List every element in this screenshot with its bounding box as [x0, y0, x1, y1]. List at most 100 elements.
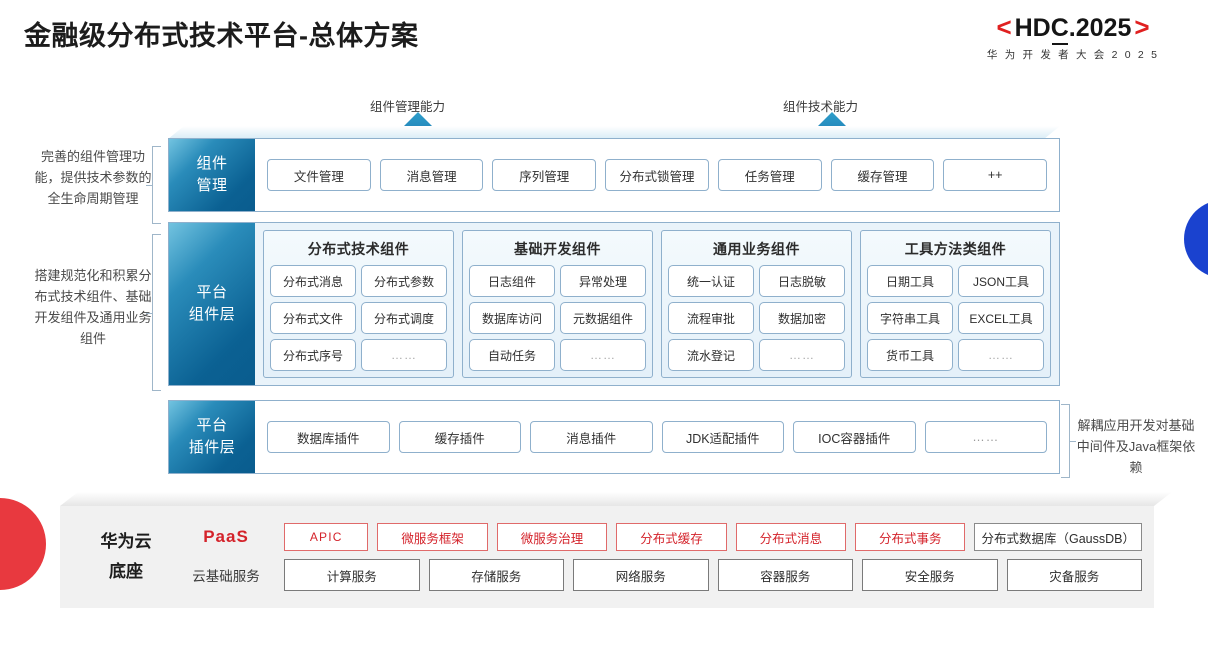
page-title: 金融级分布式技术平台-总体方案 — [24, 21, 419, 51]
decoration-blue-shape — [1184, 200, 1208, 278]
group-general-business: 通用业务组件 统一认证 日志脱敏 流程审批 数据加密 流水登记 …… — [661, 230, 852, 378]
gchip-tool-more[interactable]: …… — [958, 339, 1044, 371]
chip-task-management[interactable]: 任务管理 — [717, 159, 822, 191]
stack-top-bevel — [168, 126, 1060, 139]
paas-chip-distributed-database[interactable]: 分布式数据库（GaussDB） — [974, 523, 1142, 551]
cloud-chip-security[interactable]: 安全服务 — [862, 559, 998, 591]
chip-sequence-management[interactable]: 序列管理 — [492, 159, 597, 191]
gchip-basic-more[interactable]: …… — [560, 339, 646, 371]
paas-chip-microservice-framework[interactable]: 微服务框架 — [377, 523, 488, 551]
hdc-bracket-right-icon: > — [1134, 12, 1150, 42]
hdc-logo-hd: HD — [1014, 14, 1051, 42]
chip-message-plugin[interactable]: 消息插件 — [530, 421, 653, 453]
group-basic-development: 基础开发组件 日志组件 异常处理 数据库访问 元数据组件 自动任务 …… — [462, 230, 653, 378]
gchip-business-more[interactable]: …… — [759, 339, 845, 371]
cloud-chip-storage[interactable]: 存储服务 — [428, 559, 564, 591]
bracket-tick — [146, 185, 153, 187]
gchip-unified-auth[interactable]: 统一认证 — [668, 265, 754, 297]
cloud-chip-disaster-recovery[interactable]: 灾备服务 — [1006, 559, 1142, 591]
layer-body-platform-component: 分布式技术组件 分布式消息 分布式参数 分布式文件 分布式调度 分布式序号 ……… — [255, 223, 1059, 385]
gchip-log-component[interactable]: 日志组件 — [469, 265, 555, 297]
layer-label-component-management: 组件 管理 — [169, 139, 255, 211]
group-grid-basic-development: 日志组件 异常处理 数据库访问 元数据组件 自动任务 …… — [469, 265, 646, 371]
paas-row: PaaS APIC 微服务框架 微服务治理 分布式缓存 分布式消息 分布式事务 … — [178, 523, 1142, 551]
group-tool-method: 工具方法类组件 日期工具 JSON工具 字符串工具 EXCEL工具 货币工具 …… — [860, 230, 1051, 378]
chip-cache-management[interactable]: 缓存管理 — [830, 159, 935, 191]
gchip-exception-handling[interactable]: 异常处理 — [560, 265, 646, 297]
gchip-distributed-file[interactable]: 分布式文件 — [270, 302, 356, 334]
hdc-logo-c: C — [1050, 14, 1069, 42]
layer-platform-plugin: 平台 插件层 数据库插件 缓存插件 消息插件 JDK适配插件 IOC容器插件 …… — [168, 400, 1060, 474]
gchip-excel-tool[interactable]: EXCEL工具 — [958, 302, 1044, 334]
bottom-rows: PaaS APIC 微服务框架 微服务治理 分布式缓存 分布式消息 分布式事务 … — [174, 523, 1142, 591]
chip-ioc-container-plugin[interactable]: IOC容器插件 — [793, 421, 916, 453]
group-title-basic-development: 基础开发组件 — [514, 241, 601, 257]
bracket-tick — [1069, 441, 1076, 443]
gchip-data-encryption[interactable]: 数据加密 — [759, 302, 845, 334]
hdc-bracket-left-icon: < — [996, 12, 1012, 42]
paas-chip-microservice-governance[interactable]: 微服务治理 — [496, 523, 608, 551]
paas-chip-distributed-cache[interactable]: 分布式缓存 — [616, 523, 727, 551]
layer-component-management: 组件 管理 文件管理 消息管理 序列管理 分布式锁管理 任务管理 缓存管理 ++ — [168, 138, 1060, 212]
cloud-services-label: 云基础服务 — [192, 569, 260, 584]
cloud-chip-compute[interactable]: 计算服务 — [284, 559, 420, 591]
gchip-distributed-parameter[interactable]: 分布式参数 — [361, 265, 447, 297]
paas-chip-distributed-transaction[interactable]: 分布式事务 — [855, 523, 966, 551]
gchip-date-tool[interactable]: 日期工具 — [867, 265, 953, 297]
gchip-log-masking[interactable]: 日志脱敏 — [759, 265, 845, 297]
paas-chips: APIC 微服务框架 微服务治理 分布式缓存 分布式消息 分布式事务 分布式数据… — [284, 523, 1142, 551]
group-grid-tool-method: 日期工具 JSON工具 字符串工具 EXCEL工具 货币工具 …… — [867, 265, 1044, 371]
cloud-chip-container[interactable]: 容器服务 — [717, 559, 853, 591]
gchip-database-access[interactable]: 数据库访问 — [469, 302, 555, 334]
bracket-left-top — [146, 146, 161, 224]
group-distributed-tech: 分布式技术组件 分布式消息 分布式参数 分布式文件 分布式调度 分布式序号 …… — [263, 230, 454, 378]
paas-label: PaaS — [203, 527, 249, 546]
bottom-panel-top-bevel — [60, 492, 1172, 506]
gchip-metadata-component[interactable]: 元数据组件 — [560, 302, 646, 334]
gchip-string-tool[interactable]: 字符串工具 — [867, 302, 953, 334]
huawei-cloud-foundation-panel: 华为云 底座 PaaS APIC 微服务框架 微服务治理 分布式缓存 分布式消息… — [60, 506, 1154, 608]
callout-right: 解耦应用开发对基础中间件及Java框架依赖 — [1076, 418, 1196, 475]
layer-body-platform-plugin: 数据库插件 缓存插件 消息插件 JDK适配插件 IOC容器插件 …… — [255, 401, 1059, 473]
chip-distributed-lock-management[interactable]: 分布式锁管理 — [605, 159, 709, 191]
group-grid-distributed-tech: 分布式消息 分布式参数 分布式文件 分布式调度 分布式序号 …… — [270, 265, 447, 371]
cloud-chip-network[interactable]: 网络服务 — [573, 559, 709, 591]
chip-more[interactable]: ++ — [943, 159, 1048, 191]
cloud-services-chips: 计算服务 存储服务 网络服务 容器服务 安全服务 灾备服务 — [284, 559, 1142, 591]
gchip-transaction-record[interactable]: 流水登记 — [668, 339, 754, 371]
chip-row-platform-plugin: 数据库插件 缓存插件 消息插件 JDK适配插件 IOC容器插件 …… — [255, 421, 1059, 453]
bracket-left-mid — [146, 234, 161, 391]
chip-row-component-management: 文件管理 消息管理 序列管理 分布式锁管理 任务管理 缓存管理 ++ — [255, 159, 1059, 191]
gchip-distributed-scheduling[interactable]: 分布式调度 — [361, 302, 447, 334]
callout-left-top: 完善的组件管理功能，提供技术参数的全生命周期管理 — [34, 149, 152, 206]
arrow-label-component-management: 组件管理能力 — [370, 100, 446, 114]
chip-jdk-adapter-plugin[interactable]: JDK适配插件 — [661, 421, 784, 453]
layer-label-platform-plugin: 平台 插件层 — [169, 401, 255, 473]
layer-platform-component: 平台 组件层 分布式技术组件 分布式消息 分布式参数 分布式文件 分布式调度 分… — [168, 222, 1060, 386]
hdc-logo-year: .2025 — [1068, 14, 1132, 42]
arrow-label-component-technology: 组件技术能力 — [783, 100, 859, 114]
hdc-logo-subtitle: 华 为 开 发 者 大 会 2 0 2 5 — [986, 49, 1160, 61]
paas-chip-apic[interactable]: APIC — [284, 523, 369, 551]
gchip-distributed-more[interactable]: …… — [361, 339, 447, 371]
chip-database-plugin[interactable]: 数据库插件 — [267, 421, 390, 453]
hdc-logo-main: <HDC.2025> — [958, 14, 1188, 41]
bracket-tick — [146, 312, 153, 314]
chip-plugin-more[interactable]: …… — [924, 421, 1047, 453]
cloud-services-row: 云基础服务 计算服务 存储服务 网络服务 容器服务 安全服务 灾备服务 — [178, 559, 1142, 591]
gchip-process-approval[interactable]: 流程审批 — [668, 302, 754, 334]
chip-file-management[interactable]: 文件管理 — [267, 159, 371, 191]
gchip-distributed-sequence[interactable]: 分布式序号 — [270, 339, 356, 371]
bracket-right — [1061, 404, 1076, 478]
hdc-logo: <HDC.2025> 华 为 开 发 者 大 会 2 0 2 5 — [958, 14, 1188, 62]
gchip-auto-task[interactable]: 自动任务 — [469, 339, 555, 371]
chip-message-management[interactable]: 消息管理 — [379, 159, 484, 191]
chip-cache-plugin[interactable]: 缓存插件 — [398, 421, 521, 453]
gchip-json-tool[interactable]: JSON工具 — [958, 265, 1044, 297]
group-title-distributed-tech: 分布式技术组件 — [307, 241, 410, 257]
gchip-currency-tool[interactable]: 货币工具 — [867, 339, 953, 371]
gchip-distributed-message[interactable]: 分布式消息 — [270, 265, 356, 297]
callout-left-mid: 搭建规范化和积累分布式技术组件、基础开发组件及通用业务组件 — [34, 268, 152, 346]
paas-chip-distributed-message[interactable]: 分布式消息 — [735, 523, 847, 551]
